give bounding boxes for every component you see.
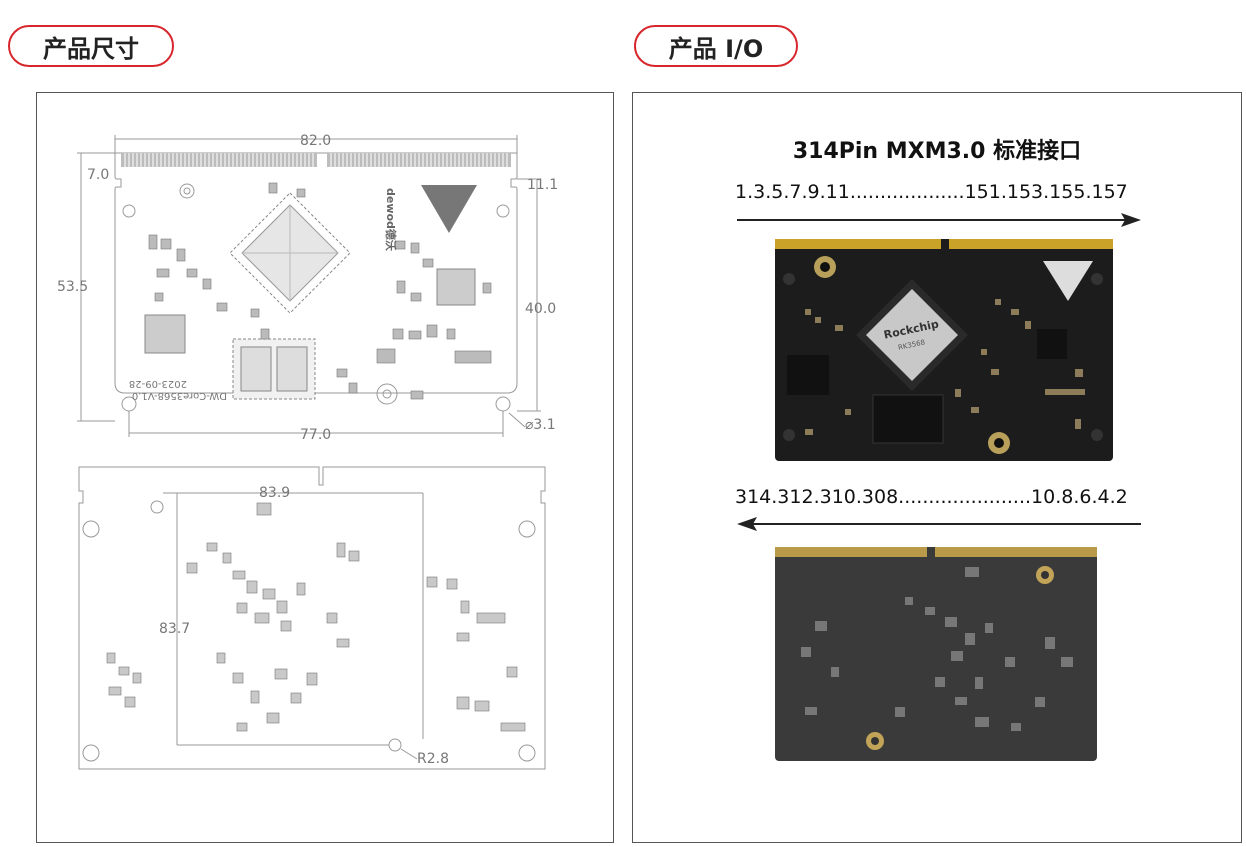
dim-offset-right: 11.1 bbox=[527, 177, 558, 193]
io-panel: 314Pin MXM3.0 标准接口 1.3.5.7.9.11.........… bbox=[632, 92, 1242, 843]
pin-sequence-top: 1.3.5.7.9.11...................151.153.1… bbox=[735, 181, 1128, 203]
brand-logo: dewod德沃 bbox=[384, 185, 477, 252]
top-view-outline bbox=[114, 152, 518, 394]
bottom-view-outline bbox=[78, 466, 546, 770]
io-interface-title: 314Pin MXM3.0 标准接口 bbox=[792, 139, 1082, 164]
phy-chip bbox=[436, 268, 476, 306]
dim-corner-radius: R2.8 bbox=[417, 751, 449, 767]
memory-chip bbox=[232, 338, 316, 400]
dim-hole-diameter: ⌀3.1 bbox=[525, 417, 556, 433]
connector-strip bbox=[121, 153, 511, 167]
arrow-left-icon bbox=[737, 517, 1141, 531]
io-section-title: 产品 I/O bbox=[634, 25, 798, 67]
board-bottom-photo bbox=[775, 547, 1097, 761]
pin-sequence-bottom: 314.312.310.308......................10.… bbox=[735, 486, 1128, 508]
dim-offset-left: 7.0 bbox=[87, 167, 109, 183]
soc-outline bbox=[229, 192, 351, 314]
board-model-marking: DW-Core3568-V1.0 bbox=[132, 390, 227, 401]
dim-width-bottom: 77.0 bbox=[300, 427, 331, 443]
dimension-lines bbox=[77, 135, 541, 437]
board-date-marking: 2023-09-28 bbox=[129, 378, 187, 389]
dim-bottom-height: 83.7 bbox=[159, 621, 190, 637]
size-section-title: 产品尺寸 bbox=[8, 25, 174, 67]
connector-pins bbox=[124, 153, 508, 167]
dimension-drawing: dewod德沃 2023-09-28 DW-Core3568-V1.0 82.0… bbox=[57, 133, 558, 770]
bottom-components bbox=[106, 502, 526, 732]
dim-bottom-width: 83.9 bbox=[259, 485, 290, 501]
dimension-panel: dewod德沃 2023-09-28 DW-Core3568-V1.0 82.0… bbox=[36, 92, 614, 843]
small-components bbox=[148, 182, 492, 400]
dim-height-left: 53.5 bbox=[57, 279, 88, 295]
arrow-right-icon bbox=[737, 213, 1141, 227]
board-top-photo: Rockchip RK3568 bbox=[775, 239, 1113, 461]
emmc-chip bbox=[144, 314, 186, 354]
svg-text:dewod德沃: dewod德沃 bbox=[384, 188, 398, 252]
dim-height-right: 40.0 bbox=[525, 301, 556, 317]
dim-width-top: 82.0 bbox=[300, 133, 331, 149]
